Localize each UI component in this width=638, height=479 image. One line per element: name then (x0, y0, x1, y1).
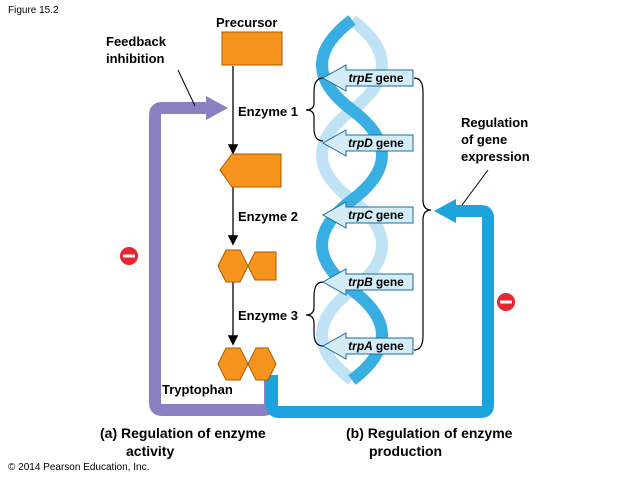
tryptophan-molecule (217, 347, 277, 381)
gene-arrow-trpB (321, 268, 414, 296)
intermediate-2-molecule (217, 249, 277, 283)
gene-arrow-trpC (321, 201, 414, 229)
precursor-molecule (221, 31, 283, 66)
gene-arrows (321, 64, 414, 360)
gene-arrow-trpD (321, 129, 414, 157)
enzyme1-label: Enzyme 1 (238, 104, 298, 119)
copyright-notice: © 2014 Pearson Education, Inc. (8, 462, 150, 473)
figure-label: Figure 15.2 (8, 5, 59, 16)
enzyme3-brace (305, 281, 324, 347)
operon-brace (413, 77, 432, 351)
caption-b-line2: production (369, 443, 443, 459)
caption-a-line1: (a) Regulation of enzyme (100, 425, 266, 441)
gene-arrow-trpA (321, 332, 414, 360)
helix-strand-front (316, 15, 388, 385)
tryptophan-label: Tryptophan (162, 382, 233, 397)
regulation-pointer (461, 169, 489, 206)
regulation-label-line2: of gene (461, 132, 508, 147)
precursor-label: Precursor (216, 15, 278, 30)
caption-b-line1: (b) Regulation of enzyme (346, 425, 513, 441)
feedback-pointer (177, 69, 196, 107)
minus-circle-icon (120, 247, 138, 265)
feedback-label-line2: inhibition (106, 51, 165, 66)
gene-regulation-arrowhead (434, 199, 456, 223)
feedback-arrowhead (206, 96, 228, 120)
caption-a-line2: activity (126, 443, 175, 459)
regulation-label-line3: expression (461, 149, 530, 164)
enzyme2-label: Enzyme 2 (238, 209, 298, 224)
minus-circle-icon (497, 293, 515, 311)
gene-regulation-loop (266, 205, 494, 418)
regulation-label-line1: Regulation (461, 115, 529, 130)
gene-arrow-trpE (321, 64, 414, 92)
intermediate-1-molecule (219, 153, 282, 188)
enzyme1-brace (305, 77, 324, 142)
feedback-label-line1: Feedback (106, 34, 166, 49)
enzyme3-label: Enzyme 3 (238, 308, 298, 323)
